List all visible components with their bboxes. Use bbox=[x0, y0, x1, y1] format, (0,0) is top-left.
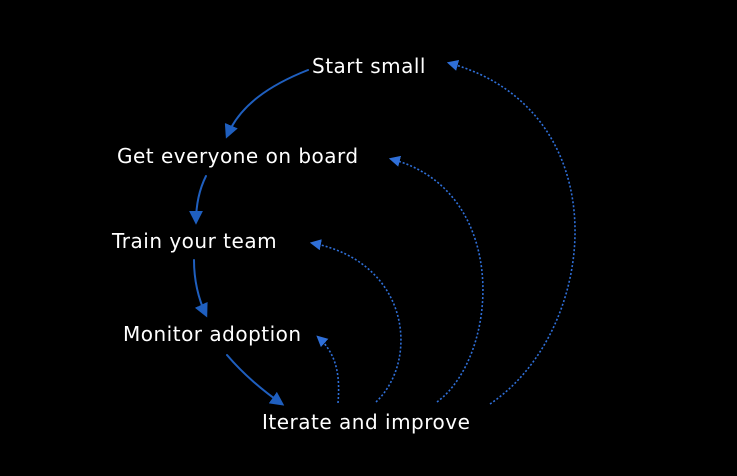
edge-start-to-board bbox=[224, 69, 309, 139]
node-monitor-adoption: Monitor adoption bbox=[123, 322, 302, 346]
edge-monitor-to-iterate bbox=[226, 354, 285, 406]
edge-iterate-to-train bbox=[309, 239, 402, 403]
edge-train-to-monitor bbox=[193, 259, 208, 318]
edge-iterate-to-monitor bbox=[316, 335, 340, 404]
node-train-your-team: Train your team bbox=[111, 229, 277, 253]
edge-board-to-train bbox=[189, 175, 207, 225]
node-get-everyone-on-board: Get everyone on board bbox=[117, 144, 359, 168]
edge-iterate-to-board bbox=[388, 155, 484, 403]
edge-iterate-to-start bbox=[446, 59, 576, 405]
node-iterate-and-improve: Iterate and improve bbox=[262, 410, 470, 434]
node-start-small: Start small bbox=[312, 54, 426, 78]
